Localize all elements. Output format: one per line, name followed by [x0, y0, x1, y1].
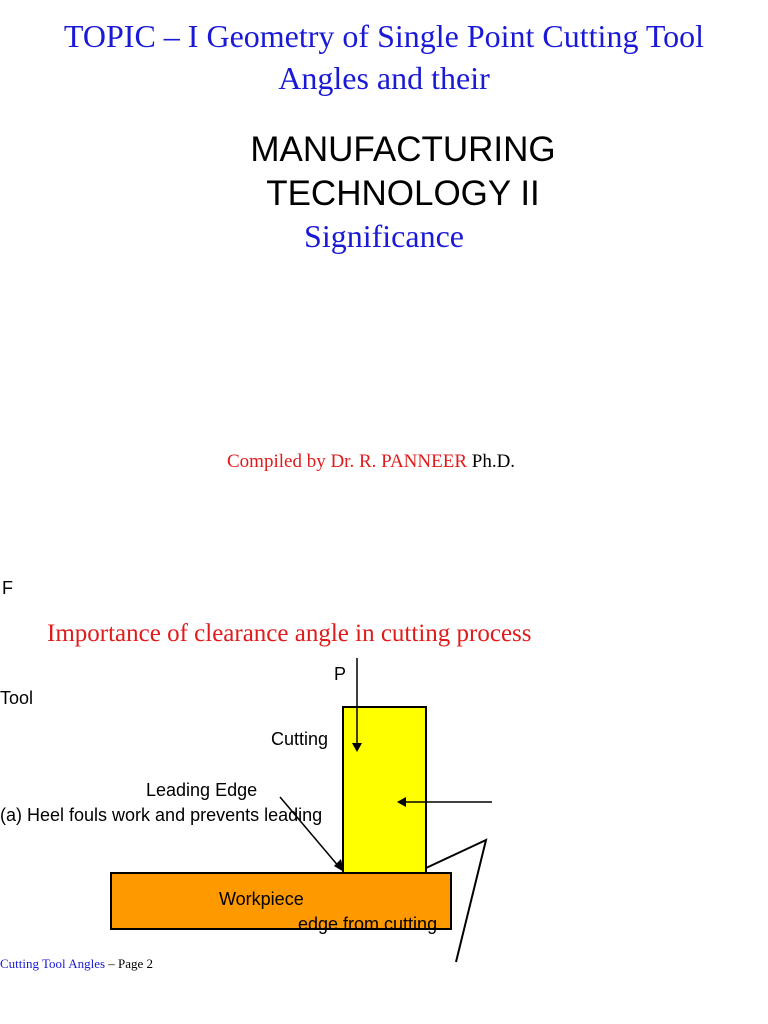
label-tool: Tool — [0, 688, 34, 708]
subtitle-significance: Significance — [304, 218, 464, 254]
heel-line — [425, 838, 488, 963]
footer-page: – Page 2 — [105, 956, 154, 971]
title-line-1: TOPIC – I Geometry of Single Point Cutti… — [63, 18, 705, 54]
leading-edge-arrow — [279, 796, 341, 869]
page-footer: Cutting Tool Angles – Page 2 — [0, 956, 153, 972]
label-cutting: Cutting — [271, 729, 329, 749]
leading-edge-arrowhead — [334, 859, 344, 872]
label-edge-from-cutting: edge from cutting — [298, 914, 438, 934]
compiled-by-text: Compiled by Dr. R. PANNEER — [227, 451, 467, 472]
degree-text: Ph.D. — [467, 451, 516, 472]
author-credit: Compiled by Dr. R. PANNEER Ph.D. — [227, 451, 515, 473]
subtitle-line-1: MANUFACTURING — [250, 130, 556, 169]
title-line-2: Angles and their — [278, 60, 490, 96]
label-p: P — [334, 664, 347, 684]
label-workpiece: Workpiece — [219, 889, 304, 909]
diagram-heading: Importance of clearance angle in cutting… — [47, 620, 532, 647]
label-heel-fouls: (a) Heel fouls work and prevents leading — [0, 805, 323, 825]
feed-arrowhead — [397, 797, 406, 807]
label-leading-edge: Leading Edge — [146, 780, 258, 800]
tool-body — [342, 706, 427, 874]
subtitle-line-2: TECHNOLOGY II — [266, 174, 540, 213]
footer-doc-name: Cutting Tool Angles — [0, 956, 106, 971]
label-f: F — [2, 578, 13, 598]
force-p-arrowhead — [352, 743, 362, 752]
workpiece-block — [110, 872, 452, 930]
